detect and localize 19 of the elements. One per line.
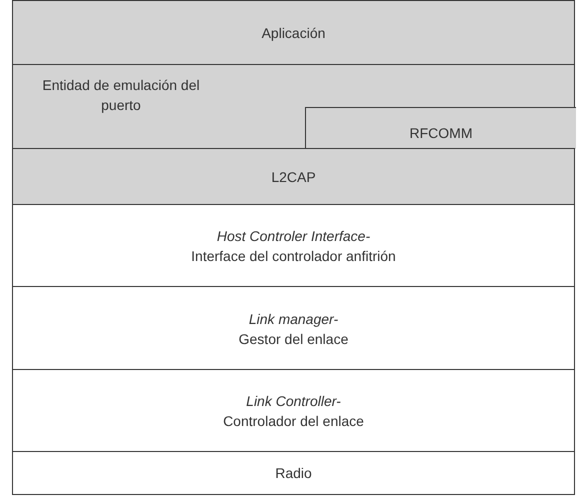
protocol-layer (12, 369, 575, 453)
layer-name: Link manager- (248, 310, 338, 328)
layer-label: Aplicación (262, 24, 326, 43)
layer-name: Link Controller- (246, 392, 341, 411)
protocol-layer (12, 451, 575, 495)
protocol-layer (12, 204, 575, 288)
layer-label: Entidad de emulación del puerto (41, 76, 201, 115)
layer-label: Gestor del enlace (238, 330, 348, 348)
layer-label: Interface del controlador anfitrión (191, 247, 396, 266)
protocol-layer (305, 107, 576, 149)
protocol-layer (12, 286, 575, 371)
layer-label: Controlador del enlace (223, 412, 364, 431)
protocol-layer (12, 64, 575, 150)
layer-label: Radio (275, 464, 312, 483)
protocol-layer (12, 148, 575, 206)
layer-label: RFCOMM (410, 124, 472, 143)
layer-name: Host Controler Interface- (216, 227, 370, 246)
layer-label: L2CAP (271, 168, 316, 187)
protocol-layer (12, 0, 575, 66)
